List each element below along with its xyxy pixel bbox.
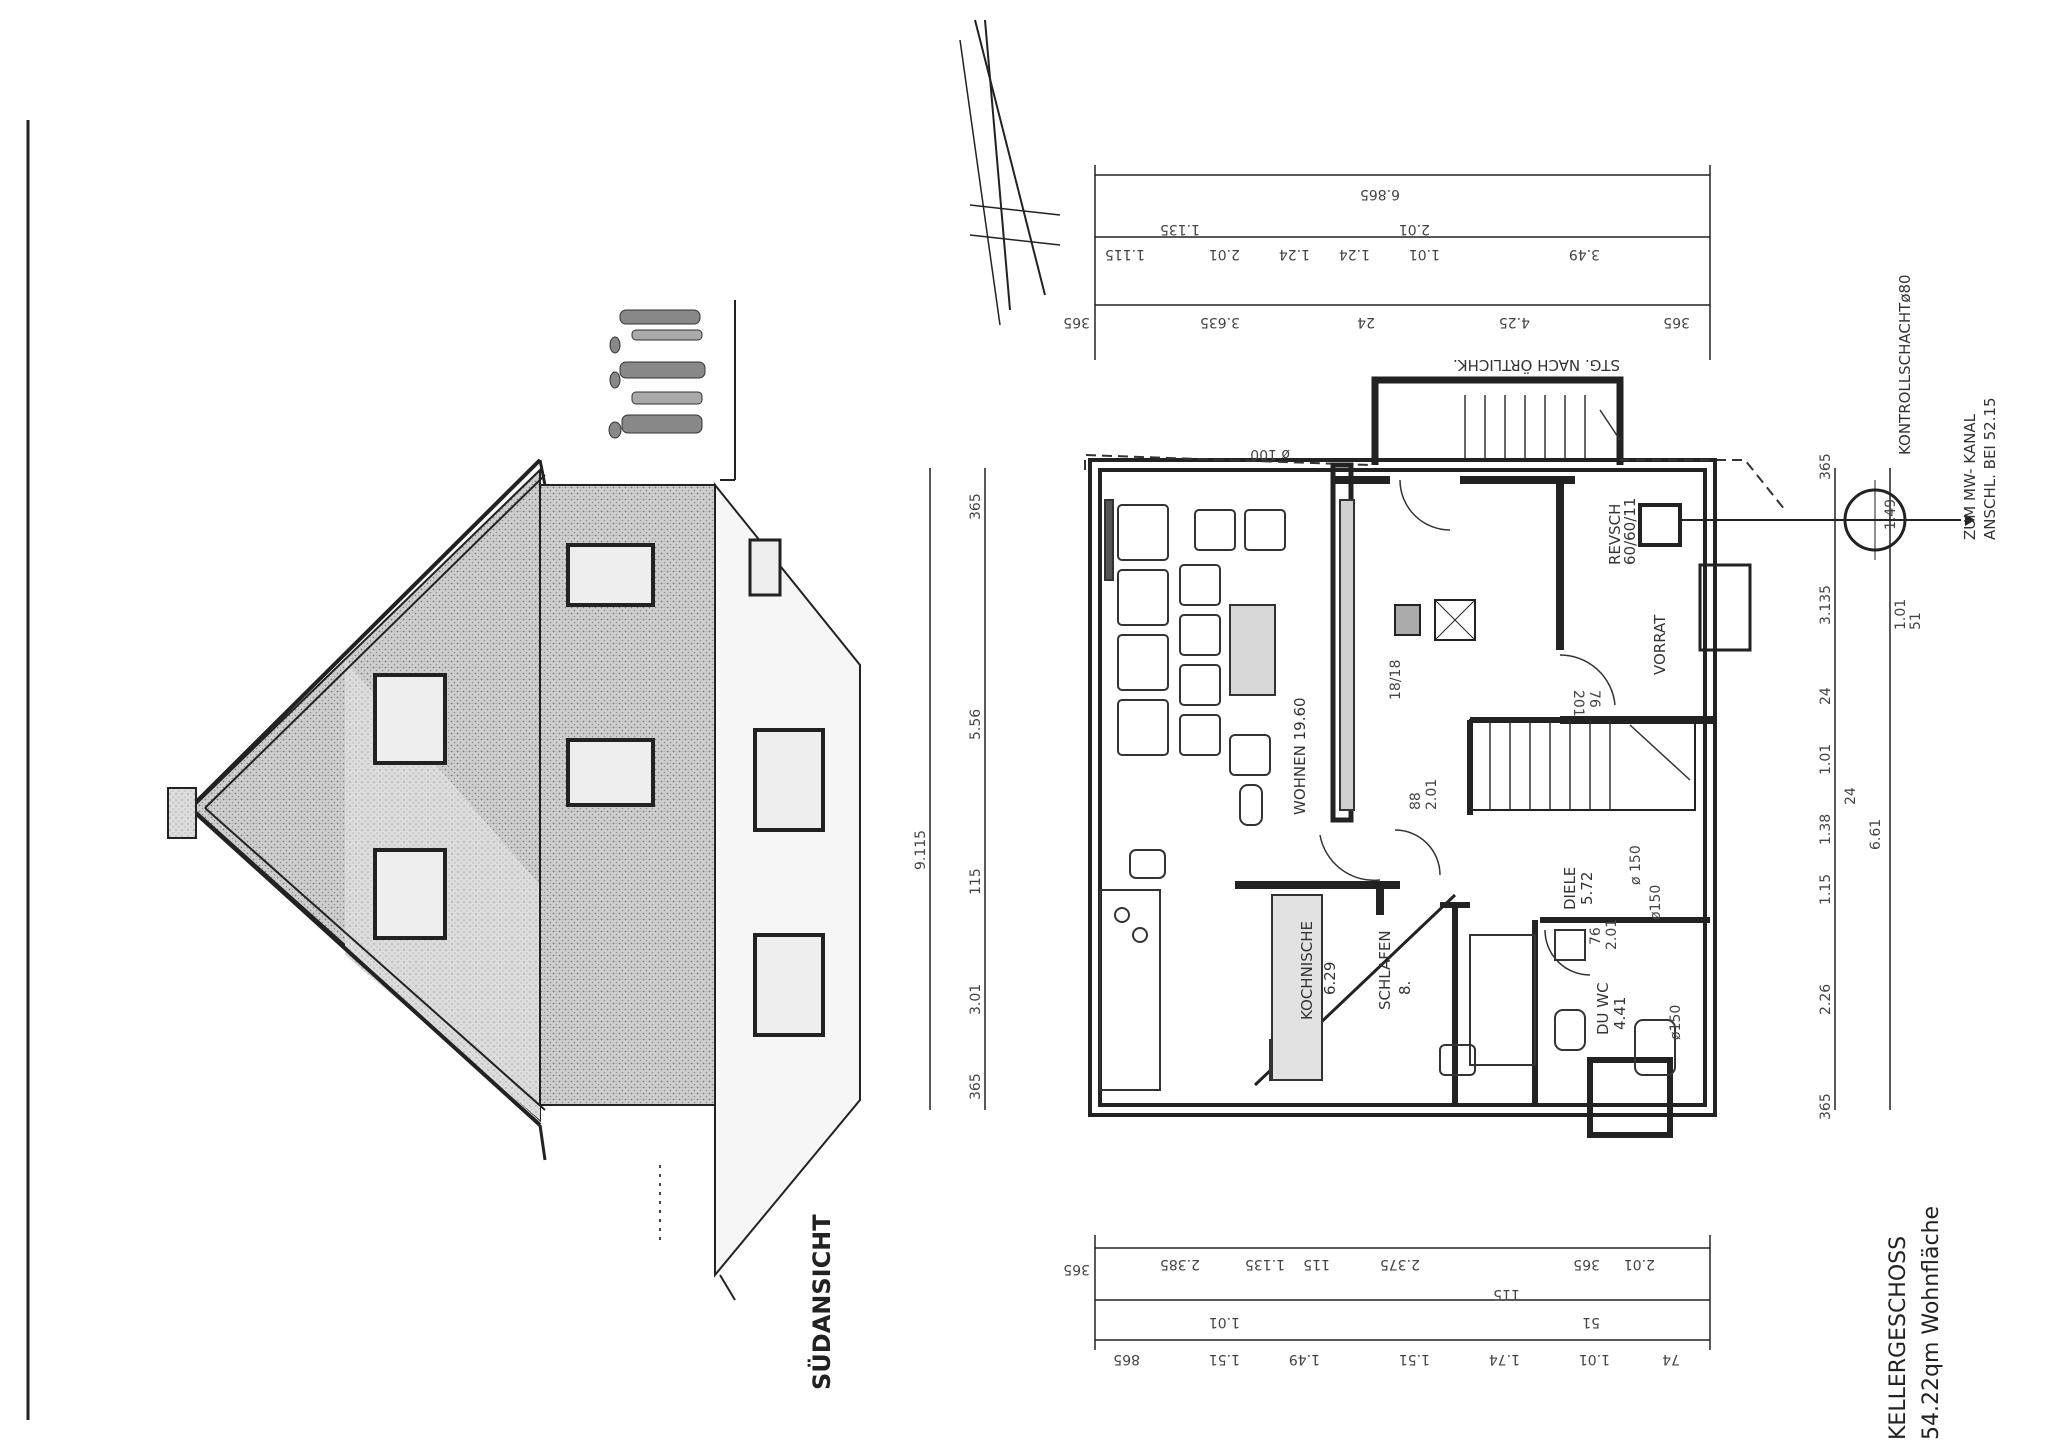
dim-label: 4.25 [1499,314,1530,330]
dim-label: 1.135 [1160,221,1200,237]
dim-label: 51 [1908,612,1924,630]
furniture-living [1104,499,1355,879]
chimney [167,787,197,839]
dim-label: 74 [1662,1351,1680,1367]
plan-title-floor: KELLERGESCHOSS [1886,1236,1911,1440]
elevation-window [373,673,447,765]
dim-label: 3.01 [968,984,984,1015]
pipe-note: ø 100 [1250,446,1290,462]
room-label-revsch: REVSCH [1606,504,1624,565]
dim-label: 1.15 [1818,874,1834,905]
dim-label: 1.01 [1209,1314,1240,1330]
dim-label: 2.385 [1160,1256,1200,1272]
stairs-note: STG. NACH ÖRTLICHK. [1453,356,1620,375]
room-label-diele: DIELE [1561,867,1579,910]
dim-label: 365 [1063,1261,1090,1277]
room-area-diele: 5.72 [1578,872,1596,905]
dim-label: 365 [1063,314,1090,330]
pipe-label: ø150 [1648,885,1664,920]
dim-label: 865 [1113,1351,1140,1367]
elevation-window [566,738,655,807]
dim-label: 2.26 [1818,984,1834,1015]
dim-label: 1.51 [1209,1351,1240,1367]
dim-label: 1.01 [1893,599,1909,630]
room-label-vorrat: VORRAT [1651,614,1669,675]
dim-label: 365 [1663,314,1690,330]
canal-note-2: ANSCHL. BEI 52.15 [1981,397,1999,540]
dim-label: 3.635 [1200,314,1240,330]
elevation-roof-edge [714,482,861,1278]
people-figures [608,309,706,439]
room-area-kochnische: 6.29 [1321,962,1339,995]
dim-label: 24 [1818,687,1834,705]
dim-label: 2.01 [1624,1256,1655,1272]
door-label: 2.01 [1424,779,1440,810]
canal-note-1: ZUM MW- KANAL [1961,413,1979,540]
revsch-size: 60/60/11 [1621,498,1639,565]
shaft-note: KONTROLLSCHACHTø80 [1896,274,1914,455]
dim-label: 3.49 [1569,246,1600,262]
elevation-title: SÜDANSICHT [806,1214,836,1390]
dim-label: 1.115 [1105,246,1145,262]
room-label-schlafen: SCHLAFEN [1376,930,1394,1010]
elevation-window-small [748,538,782,597]
dim-label: 1.01 [1409,246,1440,262]
dim-label: 2.01 [1209,246,1240,262]
dim-label: 9.115 [913,830,929,870]
door-label: 2.01 [1604,919,1620,950]
plan-title-area: 54.22qm Wohnfläche [1919,1206,1944,1440]
dim-label: 1.01 [1579,1351,1610,1367]
door-label: 76 [1586,690,1602,708]
dim-label: 2.01 [1399,221,1430,237]
dim-label: 6.61 [1868,819,1884,850]
dim-label: 115 [968,868,984,895]
dim-label: 1.38 [1818,814,1834,845]
shaft-value: 1.49 [1883,499,1899,530]
room-area-schlafen: 8. [1396,981,1414,995]
dim-label: 1.01 [1818,744,1834,775]
pipe-label: ø150 [1668,1005,1684,1040]
dim-label: 1.135 [1245,1256,1285,1272]
door-label: 88 [1408,792,1424,810]
dim-label: 3.135 [1818,585,1834,625]
dim-label: 365 [968,493,984,520]
dim-label: 365 [968,1073,984,1100]
room-area-duwc: 4.41 [1611,997,1629,1030]
dim-label: 1.74 [1489,1351,1520,1367]
bed [1271,894,1323,1081]
dim-label: 2.375 [1380,1256,1420,1272]
elevation-window [566,543,655,607]
dim-label: 5.56 [968,709,984,740]
room-label-wohnen: WOHNEN 19.60 [1291,697,1309,815]
elevation-window [373,848,447,940]
staircase [1469,719,1696,811]
dim-label: 51 [1582,1314,1600,1330]
floor-plan: 6.865 1.135 2.01 1.115 2.01 1.24 1.24 1.… [913,19,1999,1440]
pipe-label: ø 150 [1628,845,1644,885]
elevation-window [753,728,825,832]
kitchen-counter [1099,889,1161,1091]
door-label: 76 [1588,927,1604,945]
chimney-label: 18/18 [1388,660,1404,700]
dim-label: 115 [1493,1286,1520,1302]
dim-label: 6.865 [1360,186,1400,202]
elevation-window [753,933,825,1037]
door-label: 201 [1570,690,1586,717]
dim-label: 1.51 [1399,1351,1430,1367]
dimension-lines [929,165,1891,1350]
room-label-duwc: DU WC [1594,982,1612,1035]
dim-label: 365 [1818,1093,1834,1120]
dim-label: 24 [1357,314,1375,330]
dim-label: 1.49 [1289,1351,1320,1367]
dim-label: 115 [1303,1256,1330,1272]
dim-label: 365 [1818,453,1834,480]
dim-label: 24 [1843,787,1859,805]
room-label-kochnische: KOCHNISCHE [1298,921,1316,1020]
dim-label: 1.24 [1279,246,1310,262]
dim-label: 365 [1573,1256,1600,1272]
south-elevation: SÜDANSICHT [167,300,861,1390]
dim-label: 1.24 [1339,246,1370,262]
